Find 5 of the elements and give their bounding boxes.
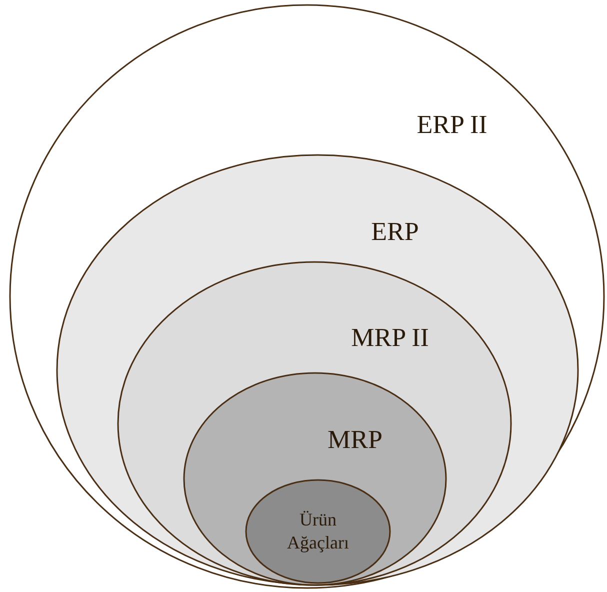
level-label: ERP <box>371 217 419 247</box>
level-label: ERP II <box>416 110 488 140</box>
level-label: Ürün Ağaçları <box>286 508 350 554</box>
level-label: MRP II <box>351 323 429 353</box>
level-label: MRP <box>328 425 382 455</box>
